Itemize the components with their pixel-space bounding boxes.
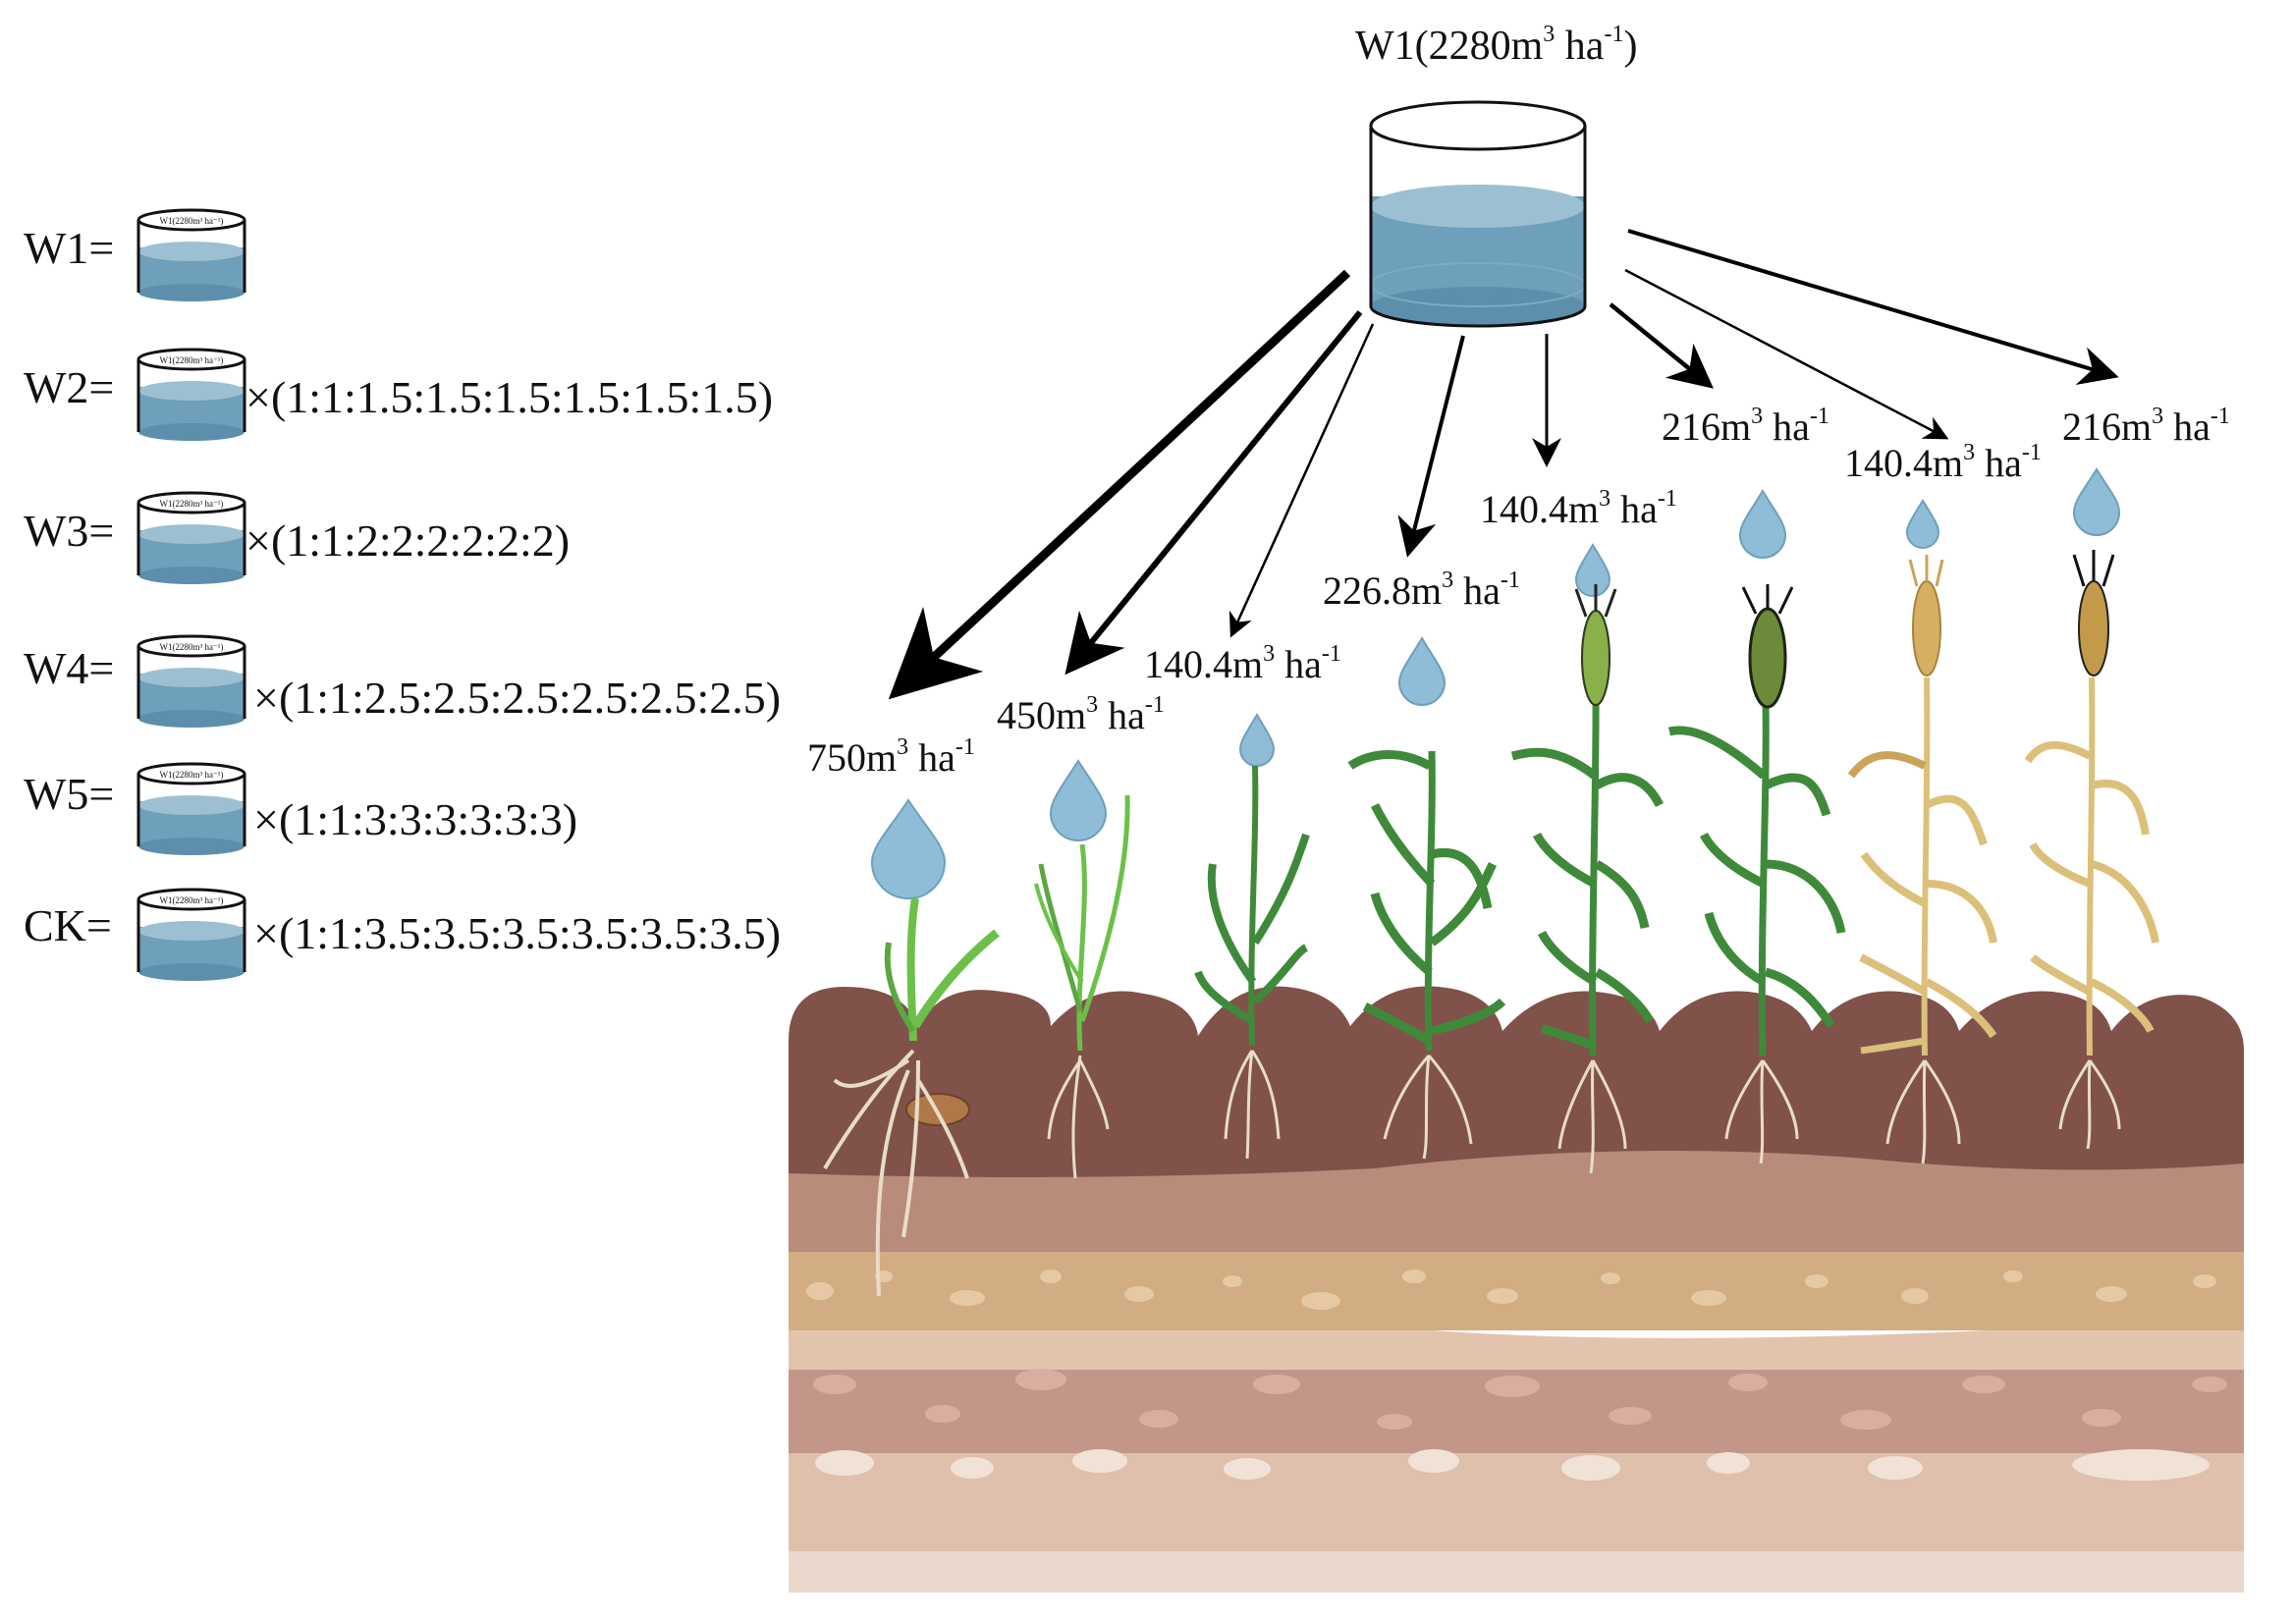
stage-labels: 750m3 ha-1 450m3 ha-1 140.4m3 ha-1 226.8… <box>807 404 2230 780</box>
mini-cylinder-icon: W1(2280m³ ha⁻¹) <box>136 634 246 728</box>
legend-key: W2= <box>24 362 115 412</box>
arrow-stage-4 <box>1397 335 1465 558</box>
water-drop-icon <box>870 798 947 899</box>
water-drop-icon <box>1238 713 1276 767</box>
wheat-seedling <box>823 897 1000 1297</box>
source-label: W1(2280m3 ha-1) <box>1355 22 1637 69</box>
soil-pebbles-upper <box>806 1270 2216 1310</box>
legend-key: W4= <box>24 643 115 693</box>
stage-2-label: 450m3 ha-1 <box>997 692 1165 737</box>
plants <box>823 550 2159 1297</box>
legend-key: CK= <box>24 900 112 950</box>
water-drop-icon <box>1397 636 1446 706</box>
svg-text:W1(2280m³ ha⁻¹): W1(2280m³ ha⁻¹) <box>160 642 224 652</box>
water-drop-icon <box>1574 543 1611 597</box>
soil-layer-5 <box>789 1443 2244 1551</box>
water-drop-icon <box>2072 467 2121 536</box>
stage-8-label: 216m3 ha-1 <box>2062 404 2230 449</box>
legend-ratio: ×(1:1:3.5:3.5:3.5:3.5:3.5:3.5) <box>253 908 782 958</box>
soil-profile <box>789 986 2244 1593</box>
svg-text:W1(2280m³ ha⁻¹): W1(2280m³ ha⁻¹) <box>160 895 224 905</box>
water-drop-icon <box>1905 499 1940 549</box>
wheat-heading <box>1510 584 1664 1174</box>
wheat-flowering <box>1667 584 1846 1164</box>
stage-6-label: 216m3 ha-1 <box>1662 404 1829 449</box>
stage-1-label: 750m3 ha-1 <box>807 734 975 780</box>
soil-pebbles-middle <box>813 1369 2227 1430</box>
arrow-stage-8 <box>1627 229 2119 386</box>
stage-3-label: 140.4m3 ha-1 <box>1144 641 1341 686</box>
svg-text:W1(2280m³ ha⁻¹): W1(2280m³ ha⁻¹) <box>160 216 224 226</box>
arrows <box>888 229 2119 700</box>
wheat-jointing <box>1194 765 1310 1160</box>
legend-ratio: ×(1:1:2:2:2:2:2:2) <box>246 515 571 566</box>
water-drops <box>870 467 2121 899</box>
mini-cylinder-icon: W1(2280m³ ha⁻¹) <box>136 888 246 981</box>
water-drop-icon <box>1738 489 1787 559</box>
legend-key: W5= <box>24 769 115 819</box>
arrow-stage-6 <box>1609 302 1714 389</box>
legend-ratio: ×(1:1:2.5:2.5:2.5:2.5:2.5:2.5) <box>253 673 782 723</box>
arrow-stage-7 <box>1624 268 1949 440</box>
mini-cylinder-icon: W1(2280m³ ha⁻¹) <box>136 762 246 855</box>
wheat-booting <box>1347 749 1506 1160</box>
arrow-stage-1 <box>888 269 1351 700</box>
water-source-cylinder <box>1369 100 1587 328</box>
legend-ratio: ×(1:1:3:3:3:3:3:3) <box>253 794 578 844</box>
stage-7-label: 140.4m3 ha-1 <box>1844 440 2042 485</box>
wheat-maturity <box>2024 550 2159 1150</box>
mini-cylinder-icon: W1(2280m³ ha⁻¹) <box>136 208 246 301</box>
arrow-stage-3 <box>1228 323 1375 638</box>
soil-layer-3 <box>789 1242 2244 1330</box>
arrow-stage-2 <box>1064 310 1363 676</box>
water-drop-icon <box>1049 759 1108 841</box>
legend-key: W3= <box>24 506 115 556</box>
svg-text:W1(2280m³ ha⁻¹): W1(2280m³ ha⁻¹) <box>160 355 224 365</box>
topsoil <box>789 986 2244 1177</box>
wheat-grain-filling <box>1847 555 1997 1164</box>
mini-cylinder-icon: W1(2280m³ ha⁻¹) <box>136 348 246 441</box>
legend-key: W1= <box>24 223 115 273</box>
legend-ratio: ×(1:1:1.5:1.5:1.5:1.5:1.5:1.5) <box>246 372 774 422</box>
svg-text:W1(2280m³ ha⁻¹): W1(2280m³ ha⁻¹) <box>160 770 224 780</box>
stage-5-label: 140.4m3 ha-1 <box>1480 486 1677 531</box>
stage-4-label: 226.8m3 ha-1 <box>1323 568 1520 613</box>
mini-cylinder-icon: W1(2280m³ ha⁻¹) <box>136 491 246 584</box>
svg-text:W1(2280m³ ha⁻¹): W1(2280m³ ha⁻¹) <box>160 499 224 509</box>
soil-pebbles-lower <box>815 1449 2210 1481</box>
wheat-tillering <box>1034 794 1130 1179</box>
